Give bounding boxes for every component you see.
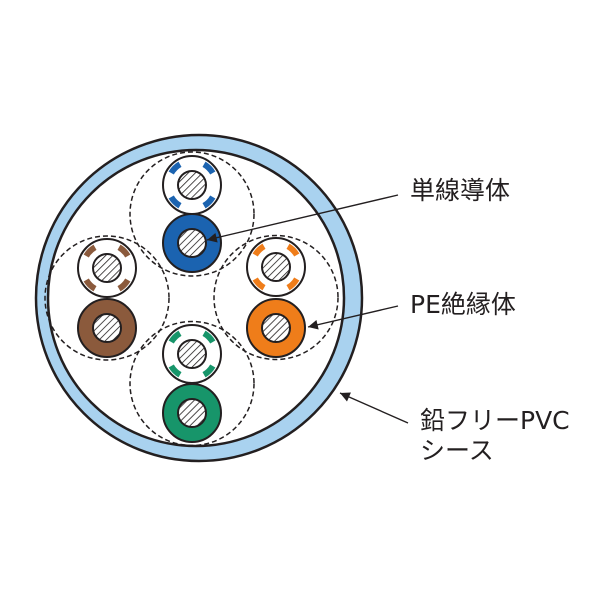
insulation-label: PE絶縁体 (410, 290, 516, 319)
pair-boundary-brown (44, 235, 170, 361)
stripe (202, 161, 216, 175)
conductor (261, 313, 291, 343)
pair-boundary-blue (129, 151, 255, 277)
pair-blue (162, 155, 222, 273)
pair-boundary-green (129, 320, 255, 447)
pair-brown (77, 238, 137, 358)
stripe (83, 278, 97, 292)
sheath-label-line2: シース (420, 436, 494, 465)
conductor (177, 228, 207, 258)
stripe (117, 278, 131, 292)
pair-orange (246, 237, 306, 358)
stripe (202, 330, 216, 344)
sheath-inner (46, 148, 346, 448)
stripe (168, 161, 182, 175)
stripe (202, 364, 216, 378)
conductor (92, 313, 122, 343)
pair-green (162, 324, 222, 443)
conductor (177, 398, 207, 428)
twisted-pairs (44, 151, 339, 447)
conductor (177, 339, 207, 369)
conductor-leader-arrow (206, 194, 399, 243)
stripe (286, 243, 300, 257)
sheath-leader-arrow (339, 392, 409, 424)
stripe (83, 244, 97, 258)
insulation-leader-arrow (307, 305, 399, 330)
stripe (202, 195, 216, 209)
stripe (168, 330, 182, 344)
stripe (168, 195, 182, 209)
conductor (261, 252, 291, 282)
stripe (168, 364, 182, 378)
stripe (252, 243, 266, 257)
stripe (252, 277, 266, 291)
stripe (117, 244, 131, 258)
pair-boundary-orange (213, 234, 339, 361)
pair-boundaries (44, 151, 339, 447)
conductor (92, 253, 122, 283)
sheath-label-line1: 鉛フリーPVC (420, 406, 570, 435)
conductor-label: 単線導体 (410, 176, 511, 205)
stripe (286, 277, 300, 291)
conductor (177, 170, 207, 200)
